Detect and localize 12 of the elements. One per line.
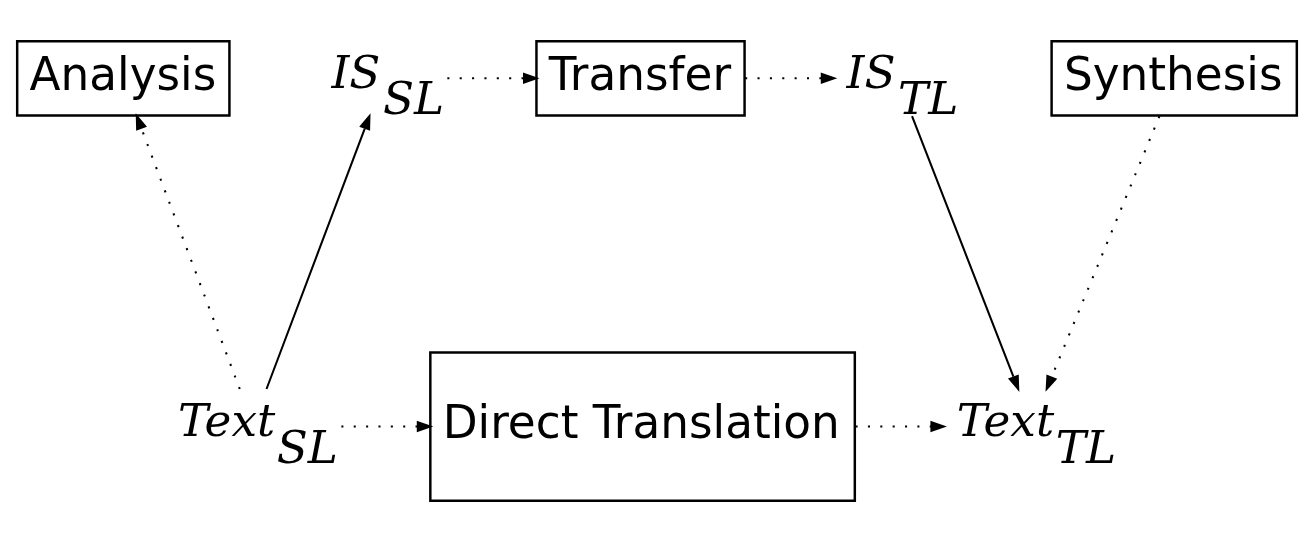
arrow bbox=[341, 420, 434, 432]
arrow bbox=[265, 112, 371, 389]
arrow bbox=[135, 112, 241, 389]
arrow bbox=[447, 72, 540, 84]
arrow bbox=[745, 72, 838, 84]
arrow bbox=[1045, 115, 1161, 392]
node-box: Direct Translation bbox=[429, 350, 857, 502]
arrow bbox=[911, 115, 1020, 392]
arrow bbox=[855, 420, 947, 432]
node-box: Analysis bbox=[15, 39, 231, 117]
node-box: Transfer bbox=[535, 39, 746, 117]
node-box: Synthesis bbox=[1050, 39, 1299, 117]
